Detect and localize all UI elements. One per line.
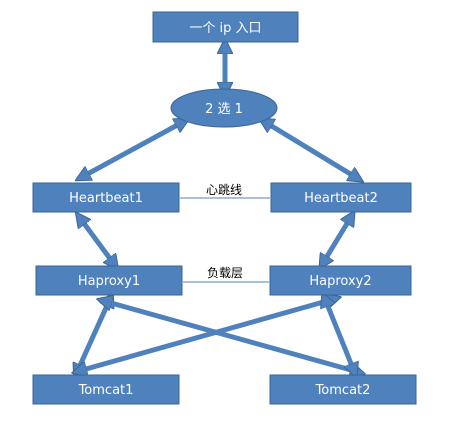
arrow-select-heartbeat1 [82, 122, 183, 177]
select-node: 2 选 1 [170, 88, 278, 128]
heartbeat1-node-label: Heartbeat1 [69, 191, 143, 206]
arrow-select-heartbeat2 [265, 122, 357, 178]
haproxy2-node: Haproxy2 [269, 265, 412, 296]
heartbeat2-node: Heartbeat2 [270, 182, 412, 213]
entry-node: 一个 ip 入口 [152, 11, 299, 43]
arrow-haproxy2-tomcat1 [79, 299, 334, 371]
haproxy2-node-label: Haproxy2 [309, 274, 371, 289]
heartbeat-link-label: 心跳线 [206, 183, 242, 197]
arrows-group [77, 46, 358, 372]
tomcat1-node-label: Tomcat1 [78, 383, 134, 398]
haproxy1-node-label: Haproxy1 [78, 274, 140, 289]
arrow-heartbeat1-haproxy1 [80, 218, 114, 264]
tomcat2-node: Tomcat2 [269, 374, 417, 405]
entry-node-label: 一个 ip 入口 [189, 21, 261, 36]
heartbeat2-node-label: Heartbeat2 [304, 191, 378, 206]
arrow-haproxy1-tomcat2 [104, 301, 358, 372]
tomcat1-node: Tomcat1 [32, 374, 180, 405]
arrow-heartbeat2-haproxy2 [323, 217, 351, 263]
tomcat2-node-label: Tomcat2 [315, 383, 371, 398]
heartbeat1-node: Heartbeat1 [32, 182, 180, 213]
haproxy1-node: Haproxy1 [35, 265, 183, 296]
load-link-label: 负载层 [207, 266, 243, 280]
select-node-label: 2 选 1 [205, 102, 243, 117]
arrow-haproxy2-tomcat2 [325, 299, 354, 371]
